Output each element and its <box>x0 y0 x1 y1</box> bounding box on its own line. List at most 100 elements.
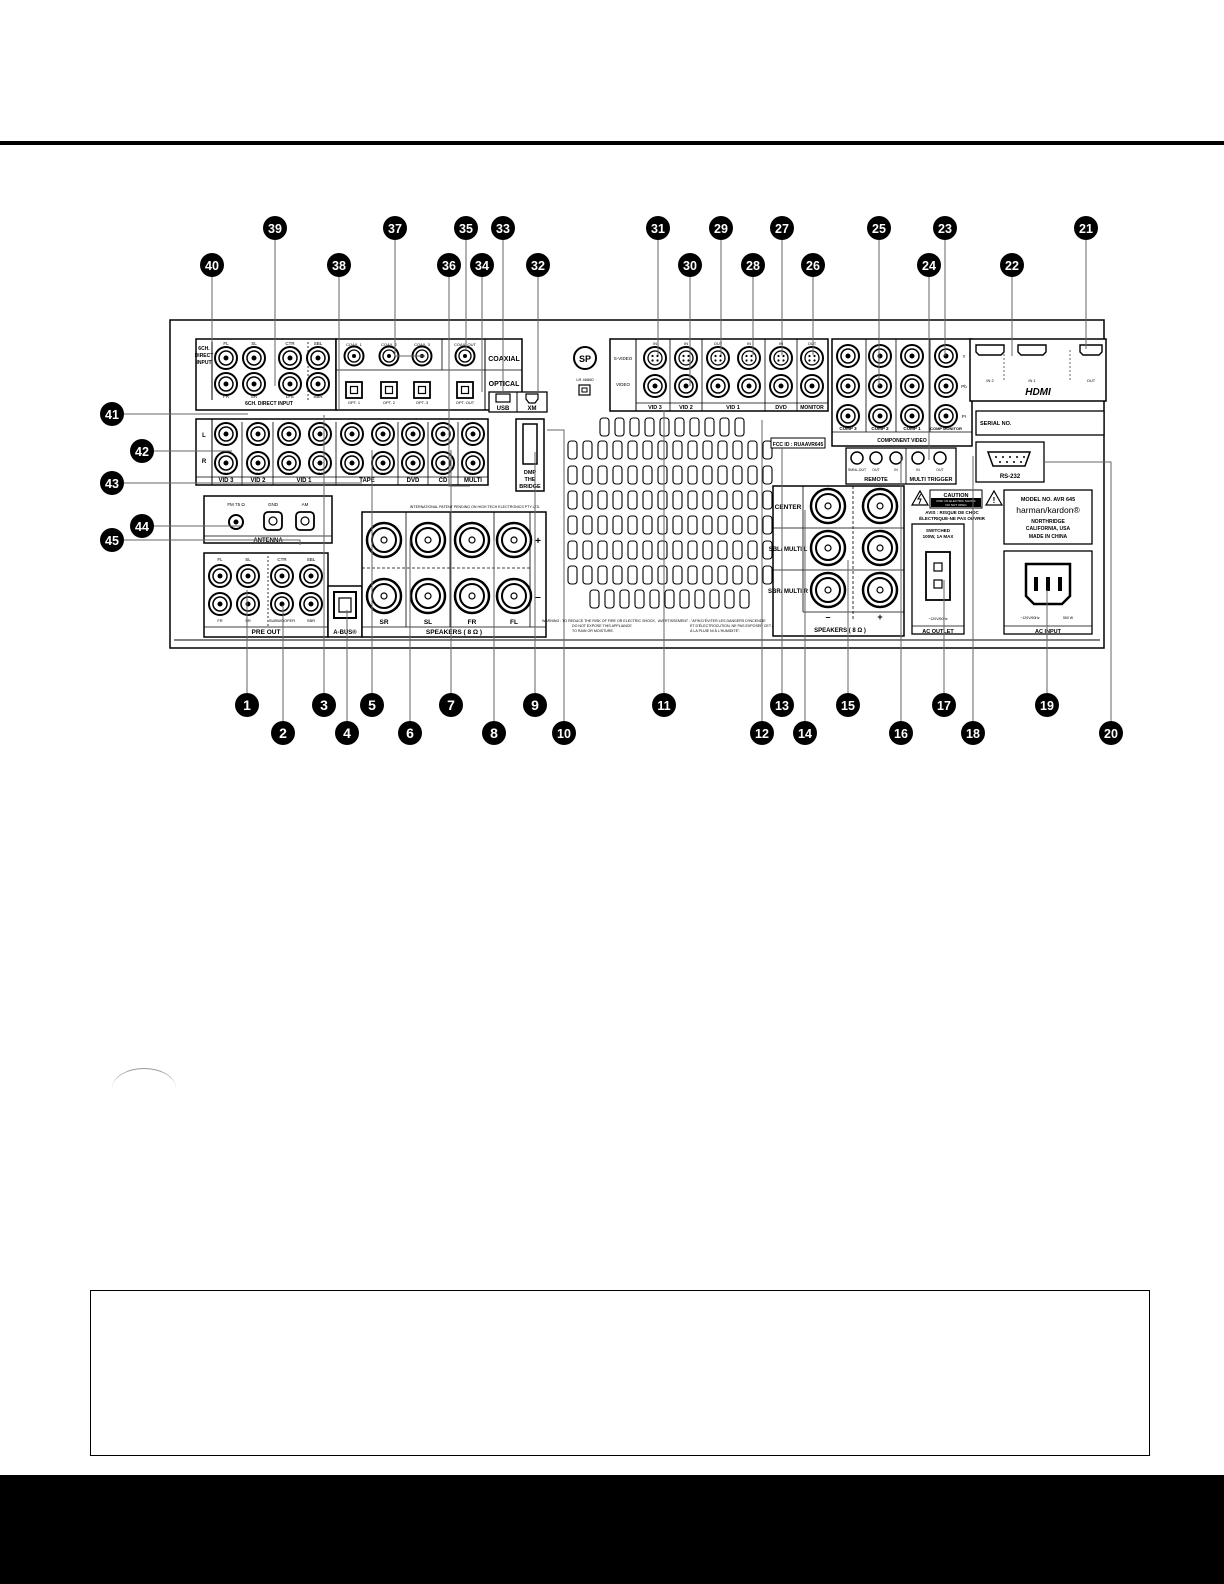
callout-41: 41 <box>100 402 124 426</box>
svg-text:30: 30 <box>683 259 697 273</box>
vent-slot <box>719 417 730 437</box>
comp2-label: COMP 2 <box>871 426 889 431</box>
company-1: NORTHRIDGE <box>1031 519 1065 525</box>
jack-label: IN <box>779 341 783 346</box>
optical-label: OPTICAL <box>489 381 520 388</box>
vent-slot <box>597 565 608 585</box>
vent-slot <box>589 589 600 609</box>
vent-slot <box>612 440 623 460</box>
leader-line <box>448 277 470 487</box>
vent-slot <box>747 465 758 485</box>
note-box <box>90 1290 1150 1456</box>
callout-18: 18 <box>961 721 985 745</box>
callout-24: 24 <box>917 253 941 277</box>
vent-slot <box>672 490 683 510</box>
jack-label: SBR <box>307 618 315 623</box>
vent-slot <box>674 417 685 437</box>
trigger-out-label: OUT <box>936 468 944 472</box>
pre-out-label: PRE OUT <box>252 629 281 636</box>
svg-text:31: 31 <box>651 222 665 236</box>
jack-label: FR <box>223 394 230 399</box>
main-speaker-terminals: SR SL FR FL + – SPEAKERS ( 8 Ω ) <box>361 511 547 638</box>
video-inputs: S-VIDEO VIDEO VID 3 VID 2 VID 1 DVD MONI… <box>609 338 829 412</box>
fl-label: FL <box>510 619 518 626</box>
vent-slot <box>762 540 773 560</box>
leader-line <box>394 240 425 357</box>
gnd-label: GND <box>268 502 279 507</box>
jack-label: FL <box>223 341 229 346</box>
company-2: CALIFORNIA, USA <box>1026 526 1071 532</box>
jack-label: COAX. 1 <box>346 342 363 347</box>
vent-slot <box>597 540 608 560</box>
sr-label: SR <box>379 619 388 626</box>
switched-1: SWITCHED <box>926 528 951 533</box>
dmp-label-3: BRIDGE <box>519 484 541 490</box>
callout-7: 7 <box>439 693 463 717</box>
vent-slot <box>734 417 745 437</box>
vent-slot <box>582 490 593 510</box>
callout-16: 16 <box>889 721 913 745</box>
vent-slot <box>747 540 758 560</box>
callout-36: 36 <box>437 253 461 277</box>
rear-panel-diagram: 6CH. DIRECT INPUT 6CH. DIRECT INPUT COAX… <box>100 216 1123 745</box>
serial-no-label: SERIAL NO. <box>980 421 1012 427</box>
callout-13: 13 <box>770 693 794 717</box>
vent-slot <box>627 540 638 560</box>
callout-45: 45 <box>100 528 124 552</box>
intl-patent-note: INTERNATIONAL PATENT PENDING ON HIGH TEC… <box>410 505 540 509</box>
company-3: MADE IN CHINA <box>1029 534 1068 540</box>
speakers-surround-label: SPEAKERS ( 8 Ω ) <box>814 628 866 634</box>
callout-9: 9 <box>523 693 547 717</box>
jack-label: IN <box>411 471 415 476</box>
vent-slot <box>747 440 758 460</box>
svg-text:18: 18 <box>966 727 980 741</box>
svg-text:36: 36 <box>442 259 456 273</box>
video-label: VIDEO <box>616 382 631 387</box>
vent-slot <box>612 565 623 585</box>
model-no: MODEL NO. AVR 645 <box>1021 497 1075 503</box>
vent-slot <box>657 540 668 560</box>
avis-2: ÉLECTRIQUE-NE PAS OUVRIR <box>919 514 985 521</box>
vent-slot <box>567 465 578 485</box>
vent-slot <box>717 490 728 510</box>
vent-slot <box>724 589 735 609</box>
six-ch-side-3: INPUT <box>197 360 212 366</box>
callout-25: 25 <box>867 216 891 240</box>
cooling-vent <box>567 417 773 609</box>
svg-text:SP: SP <box>579 354 591 364</box>
vent-slot <box>702 515 713 535</box>
warning-line-3: TO RAIN OR MOISTURE. <box>572 629 614 633</box>
callout-8: 8 <box>482 721 506 745</box>
component-video-jacks: Y Pb Pr COMP 3 COMP 2 COMP 1 COMP MONITO… <box>831 338 973 447</box>
rs232-label: RS-232 <box>1000 474 1021 480</box>
svg-text:6: 6 <box>406 725 414 741</box>
vent-slot <box>717 540 728 560</box>
vent-slot <box>747 490 758 510</box>
vent-slot <box>702 490 713 510</box>
jack-label: IN <box>224 471 228 476</box>
surround-plus: + <box>877 612 882 622</box>
svg-text:24: 24 <box>922 259 936 273</box>
six-ch-side-1: 6CH. <box>198 346 210 352</box>
callout-1: 1 <box>235 693 259 717</box>
vent-slot <box>687 515 698 535</box>
svg-text:35: 35 <box>459 222 473 236</box>
page-arc-decoration <box>112 1068 176 1109</box>
callout-39: 39 <box>263 216 287 240</box>
svg-text:17: 17 <box>937 699 951 713</box>
header-rule <box>0 141 1224 145</box>
warning-text: WARNING : TO REDUCE THE RISK OF FIRE OR … <box>542 618 789 633</box>
vent-slot <box>732 465 743 485</box>
svg-text:33: 33 <box>496 222 510 236</box>
outlet-rating: ~120V/60Hz <box>928 617 948 621</box>
vent-slot <box>747 515 758 535</box>
ac-outlet-label: AC OUTLET <box>922 629 954 635</box>
xm-label: XM <box>528 406 537 412</box>
vent-slot <box>732 515 743 535</box>
jack-label: FR <box>217 618 222 623</box>
callout-4: 4 <box>335 721 359 745</box>
vent-slot <box>702 440 713 460</box>
component-video-label: COMPONENT VIDEO <box>877 438 927 444</box>
callout-leader-lines <box>124 240 1112 721</box>
a-bus-label: A-BUS® <box>333 629 357 636</box>
